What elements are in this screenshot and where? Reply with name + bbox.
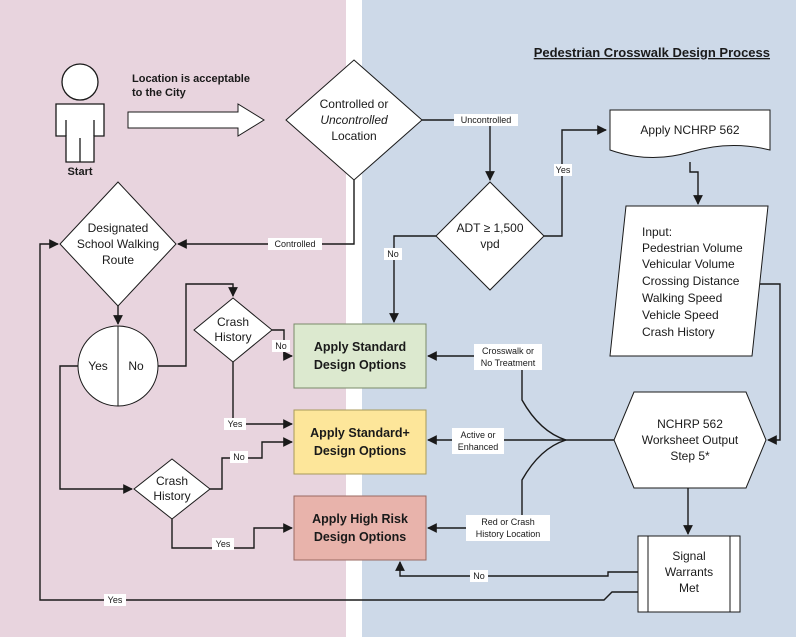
input-item: Crash History <box>642 325 715 339</box>
edge-label-red-2: History Location <box>476 529 541 539</box>
input-item: Walking Speed <box>642 291 722 305</box>
edge-label-uncontrolled: Uncontrolled <box>461 115 512 125</box>
signal-line3: Met <box>679 581 700 595</box>
worksheet-line1: NCHRP 562 <box>657 417 723 431</box>
edge-label-no-adt: No <box>387 249 399 259</box>
standard-plus-line2: Design Options <box>314 444 406 458</box>
edge-label-crosswalk-1: Crosswalk or <box>482 346 534 356</box>
edge-label-controlled: Controlled <box>274 239 315 249</box>
adt-line1: ADT ≥ 1,500 <box>456 221 523 235</box>
worksheet-line2: Worksheet Output <box>642 433 739 447</box>
signal-line1: Signal <box>672 549 705 563</box>
connector-crash2-yes <box>171 519 293 549</box>
standard-design-box <box>293 323 427 389</box>
input-item: Vehicle Speed <box>642 308 719 322</box>
edge-label-yes-adt: Yes <box>556 165 571 175</box>
adt-decision <box>435 181 545 291</box>
nchrp-apply-box <box>609 109 771 158</box>
standard-plus-design-box <box>293 409 427 475</box>
connector-to-high-risk <box>427 439 567 533</box>
acceptable-arrow <box>127 103 265 137</box>
signal-line2: Warrants <box>665 565 713 579</box>
edge-label-yes-crash2: Yes <box>216 539 231 549</box>
start-person-icon <box>55 63 105 163</box>
school-line1: Designated <box>88 221 149 235</box>
standard-plus-line1: Apply Standard+ <box>310 426 410 440</box>
input-box <box>609 205 769 357</box>
input-item: Vehicular Volume <box>642 257 735 271</box>
standard-line2: Design Options <box>314 358 406 372</box>
arrow-note-line1: Location is acceptable <box>132 73 250 85</box>
connector-adt-no <box>389 235 436 323</box>
edge-label-active-2: Enhanced <box>458 442 499 452</box>
start-label: Start <box>67 166 92 178</box>
controlled-line2: Uncontrolled <box>320 113 388 127</box>
school-line3: Route <box>102 253 134 267</box>
edge-label-no-crash1: No <box>275 341 287 351</box>
worksheet-line3: Step 5* <box>670 449 710 463</box>
edge-label-active-1: Active or <box>460 430 495 440</box>
edge-label-yes-signal: Yes <box>108 595 123 605</box>
edge-label-crosswalk-2: No Treatment <box>481 358 536 368</box>
adt-line2: vpd <box>480 237 499 251</box>
diagram-title: Pedestrian Crosswalk Design Process <box>534 45 770 60</box>
input-item: Crossing Distance <box>642 274 740 288</box>
high-risk-line2: Design Options <box>314 530 406 544</box>
circle-yes: Yes <box>88 359 108 373</box>
connector-signal-yes <box>39 239 638 601</box>
nchrp-apply-label: Apply NCHRP 562 <box>640 123 739 137</box>
connector-controlled <box>177 180 355 249</box>
connector-signal-no <box>395 561 638 577</box>
signal-warrants-box <box>637 535 741 613</box>
crash2-line1: Crash <box>156 474 188 488</box>
crash1-line2: History <box>214 330 251 344</box>
input-item: Pedestrian Volume <box>642 241 743 255</box>
crash2-line2: History <box>153 489 190 503</box>
connector-to-standard <box>427 351 567 441</box>
arrow-note-line2: to the City <box>132 87 187 99</box>
standard-line1: Apply Standard <box>314 340 406 354</box>
connector-yes-crash2 <box>59 365 133 494</box>
high-risk-design-box <box>293 495 427 561</box>
connector-adt-yes <box>544 125 607 237</box>
controlled-line3: Location <box>331 129 376 143</box>
controlled-line1: Controlled or <box>320 97 389 111</box>
connector-input-worksheet <box>760 283 781 445</box>
edge-label-no-signal: No <box>473 571 485 581</box>
connector-nchrp-input <box>689 162 703 205</box>
connector-no-crash1 <box>158 283 238 367</box>
edge-label-no-crash2: No <box>233 452 245 462</box>
high-risk-line1: Apply High Risk <box>312 512 408 526</box>
crash1-line1: Crash <box>217 315 249 329</box>
input-heading: Input: <box>642 225 672 239</box>
circle-no: No <box>128 359 144 373</box>
edge-label-yes-crash1: Yes <box>228 419 243 429</box>
edge-label-red-1: Red or Crash <box>481 517 535 527</box>
school-line2: School Walking <box>77 237 159 251</box>
